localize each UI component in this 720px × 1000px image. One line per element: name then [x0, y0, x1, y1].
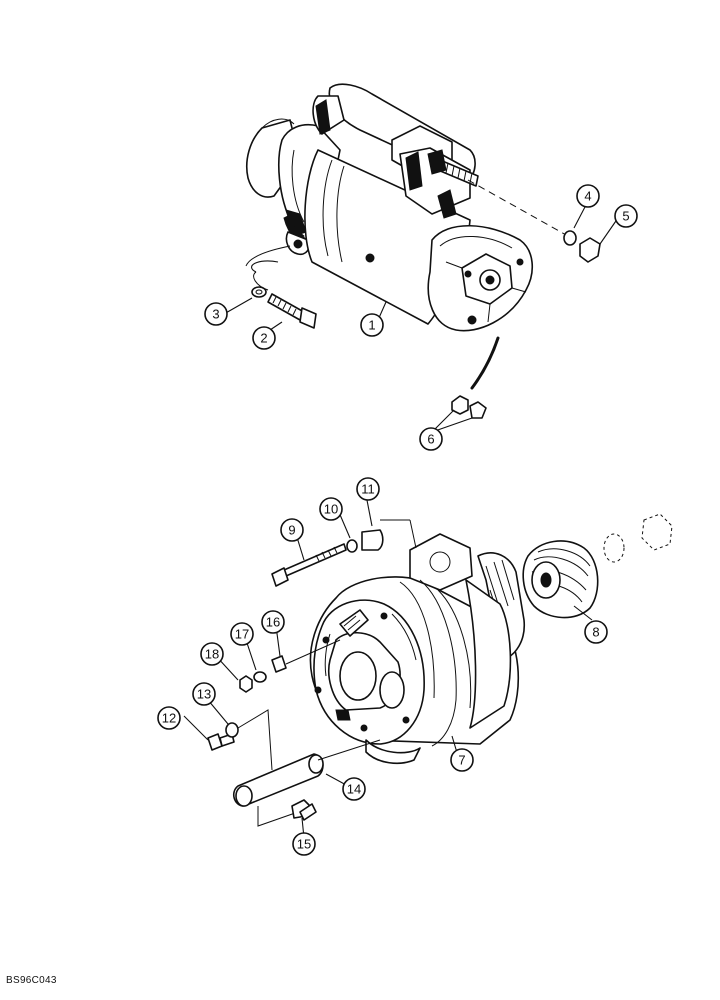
adjusting-link: [232, 753, 324, 807]
starter-lock-washer: [251, 286, 267, 298]
callout-17: 17: [230, 622, 254, 646]
cable-nut: [451, 395, 469, 415]
callout-18-label: 18: [205, 647, 219, 662]
callout-12-label: 12: [162, 711, 176, 726]
callout-16: 16: [261, 610, 285, 634]
callout-2: 2: [252, 326, 276, 350]
callout-1: 1: [360, 313, 384, 337]
callout-10-label: 10: [324, 502, 338, 517]
drawing-code: BS96C043: [6, 975, 57, 986]
terminal-nut: [579, 237, 601, 263]
callout-12: 12: [157, 706, 181, 730]
callout-5: 5: [614, 204, 638, 228]
alternator-pivot-bolt: [271, 543, 347, 587]
link-leader: [317, 739, 381, 761]
starter-cable: [470, 336, 500, 390]
callout-10: 10: [319, 497, 343, 521]
callout-3: 3: [204, 302, 228, 326]
terminal-clip: [271, 655, 287, 673]
callout-15: 15: [292, 832, 316, 856]
terminal-nut-small: [239, 675, 253, 693]
alternator-pulley: [522, 540, 599, 619]
callout-17-label: 17: [235, 627, 249, 642]
starter-mounting-bolt: [267, 293, 317, 329]
link-bolt-leader: [257, 806, 299, 827]
pivot-spacer: [361, 529, 384, 551]
cable-washer: [469, 401, 487, 419]
callout-7-label: 7: [458, 753, 465, 768]
callout-6: 6: [419, 427, 443, 451]
pulley-spacers: [603, 513, 673, 563]
starter-wire-leader: [245, 245, 291, 267]
callout-5-label: 5: [622, 209, 629, 224]
adjusting-leader: [237, 709, 273, 771]
adjusting-washer: [225, 722, 239, 738]
callout-13-label: 13: [197, 687, 211, 702]
starter-washer-leader: [251, 260, 279, 291]
pivot-washer: [346, 539, 358, 553]
terminal-washer-small: [253, 671, 267, 683]
link-bolt: [291, 799, 317, 821]
starter-motor: [246, 83, 533, 332]
callout-8-label: 8: [592, 625, 599, 640]
callout-9-label: 9: [288, 523, 295, 538]
callout-13: 13: [192, 682, 216, 706]
callout-4-label: 4: [584, 189, 591, 204]
callout-16-label: 16: [266, 615, 280, 630]
alternator: [309, 533, 526, 765]
callout-1-label: 1: [368, 318, 375, 333]
callout-18: 18: [200, 642, 224, 666]
terminal-hardware-leader: [285, 639, 341, 665]
callout-11-label: 11: [361, 482, 375, 497]
spacer-leader: [380, 519, 417, 549]
callout-6-label: 6: [427, 432, 434, 447]
callout-9: 9: [280, 518, 304, 542]
callout-7: 7: [450, 748, 474, 772]
callout-11: 11: [356, 477, 380, 501]
callout-3-label: 3: [212, 307, 219, 322]
callout-8: 8: [584, 620, 608, 644]
terminal-washer: [563, 230, 577, 246]
callout-2-label: 2: [260, 331, 267, 346]
callout-4: 4: [576, 184, 600, 208]
callout-14-label: 14: [347, 782, 361, 797]
callout-15-label: 15: [297, 837, 311, 852]
callout-14: 14: [342, 777, 366, 801]
